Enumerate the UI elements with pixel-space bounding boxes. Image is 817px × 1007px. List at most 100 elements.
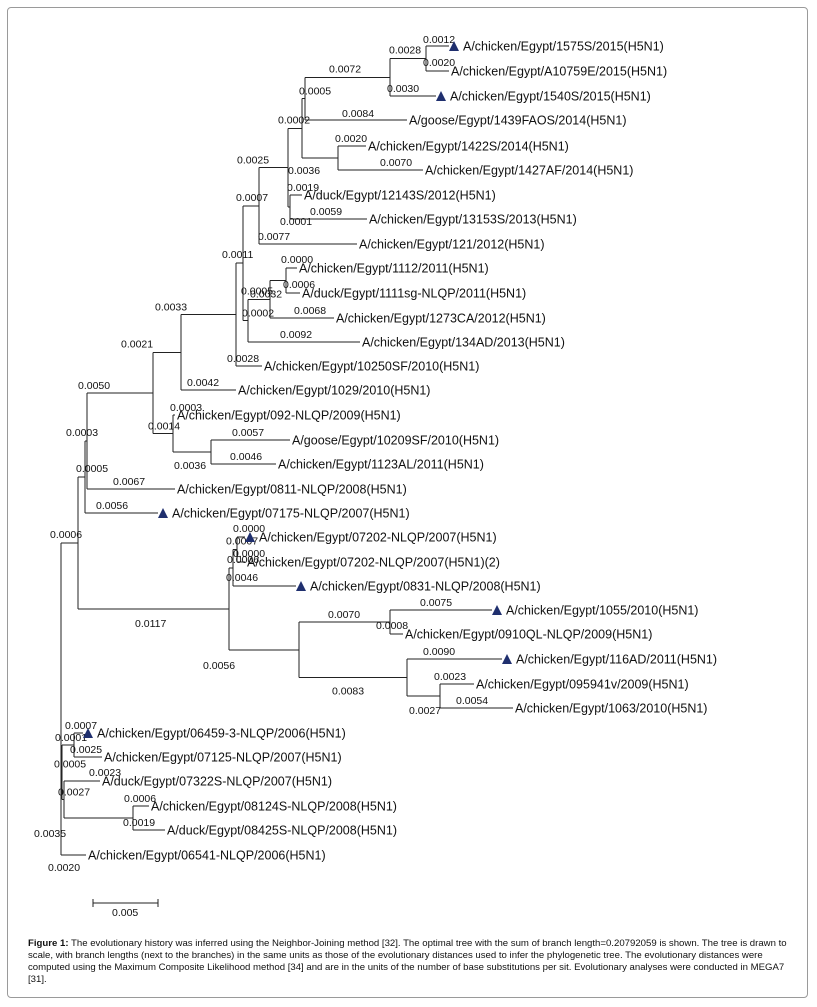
leaf-label-l25: A/chicken/Egypt/0910QL-NLQP/2009(H5N1) <box>405 628 652 642</box>
branch-length-l14: 0.0028 <box>227 353 259 365</box>
branch-length-n-12143-13153: 0.0001 <box>280 216 312 228</box>
scale-bar-label: 0.005 <box>112 907 138 919</box>
branch-length-l29: 0.0007 <box>65 720 97 732</box>
leaf-label-l28: A/chicken/Egypt/1063/2010(H5N1) <box>515 702 707 716</box>
branch-length-l23: 0.0046 <box>226 572 258 584</box>
branch-length-n-0959-1063: 0.0027 <box>409 705 441 717</box>
leaf-label-l31: A/duck/Egypt/07322S-NLQP/2007(H5N1) <box>102 775 332 789</box>
branch-length-n-10250: 0.0033 <box>155 302 187 314</box>
caption-text: The evolutionary history was inferred us… <box>28 938 787 985</box>
leaf-label-l17: A/goose/Egypt/10209SF/2010(H5N1) <box>292 434 499 448</box>
branch-length-n-1112-1273: 0.0005 <box>241 285 273 297</box>
branch-length-n-092: 0.0014 <box>148 421 180 433</box>
leaf-label-l10: A/chicken/Egypt/1112/2011(H5N1) <box>299 262 489 276</box>
marker-triangle-icon <box>492 605 502 615</box>
branch-length-l7: 0.0019 <box>287 182 319 194</box>
branch-length-n-1575-a10759: 0.0028 <box>389 45 421 57</box>
branch-length-l9: 0.0077 <box>258 231 290 243</box>
branch-length-l2: 0.0020 <box>423 57 455 69</box>
marker-triangle-icon <box>296 581 306 591</box>
branch-length-n-1029: 0.0021 <box>121 338 153 350</box>
marker-triangle-icon <box>83 728 93 738</box>
branch-length-n-low: 0.0005 <box>54 758 86 770</box>
branch-length-n-2-2: 0.0117 <box>135 618 166 630</box>
branch-length-n-top: 0.0006 <box>50 529 82 541</box>
leaf-label-l34: A/chicken/Egypt/06541-NLQP/2006(H5N1) <box>88 849 326 863</box>
marker-triangle-icon <box>449 41 459 51</box>
leaf-label-l30: A/chicken/Egypt/07125-NLQP/2007(H5N1) <box>104 751 342 765</box>
branch-length-n-0811: 0.0003 <box>66 427 98 439</box>
branch-length-n-bb: 0.0056 <box>203 660 235 672</box>
leaf-label-l3: A/chicken/Egypt/1540S/2015(H5N1) <box>450 90 651 104</box>
marker-triangle-icon <box>436 91 446 101</box>
branch-length-n-1422-1427: 0.0036 <box>288 165 320 177</box>
branch-length-l4: 0.0084 <box>342 108 374 120</box>
branch-length-l3: 0.0030 <box>387 83 419 95</box>
leaf-label-l22: A/chicken/Egypt/07202-NLQP/2007(H5N1)(2) <box>247 556 500 570</box>
branch-length-n-top4: 0.0005 <box>299 86 331 98</box>
branch-length-l18: 0.0046 <box>230 451 262 463</box>
marker-triangle-icon <box>158 508 168 518</box>
branch-length-n-10209-1123: 0.0036 <box>174 460 206 472</box>
branch-length-l10: 0.0000 <box>281 254 313 266</box>
branch-length-n-0831: 0.0006 <box>227 554 259 566</box>
branch-length-l17: 0.0057 <box>232 427 264 439</box>
branch-length-l1: 0.0012 <box>423 34 455 46</box>
leaf-label-l27: A/chicken/Egypt/095941v/2009(H5N1) <box>476 678 689 692</box>
caption-label: Figure 1: <box>28 938 69 949</box>
branch-length-l20: 0.0056 <box>96 500 128 512</box>
branch-length-l11: 0.0006 <box>283 279 315 291</box>
branch-length-n-20001: 0.0011 <box>222 249 253 261</box>
figure-frame <box>7 7 808 998</box>
branch-length-l32: 0.0006 <box>124 793 156 805</box>
leaf-label-l21: A/chicken/Egypt/07202-NLQP/2007(H5N1) <box>259 531 497 545</box>
leaf-label-l6: A/chicken/Egypt/1427AF/2014(H5N1) <box>425 164 633 178</box>
branch-length-l22: 0.0000 <box>233 548 265 560</box>
leaf-label-l9: A/chicken/Egypt/121/2012(H5N1) <box>359 238 545 252</box>
leaf-label-l15: A/chicken/Egypt/1029/2010(H5N1) <box>238 384 430 398</box>
leaf-label-l8: A/chicken/Egypt/13153S/2013(H5N1) <box>369 213 577 227</box>
branch-length-l16: 0.0003 <box>170 402 202 414</box>
marker-triangle-icon <box>245 532 255 542</box>
branch-length-n-top3: 0.0072 <box>329 63 361 75</box>
branch-length-l24: 0.0075 <box>420 597 452 609</box>
marker-triangle-icon <box>502 654 512 664</box>
branch-length-l15: 0.0042 <box>187 377 219 389</box>
leaf-label-l32: A/chicken/Egypt/08124S-NLQP/2008(H5N1) <box>151 800 397 814</box>
leaf-label-l26: A/chicken/Egypt/116AD/2011(H5N1) <box>516 653 717 667</box>
leaf-label-l18: A/chicken/Egypt/1123AL/2011(H5N1) <box>278 458 484 472</box>
branch-length-n-07175: 0.0005 <box>76 463 108 475</box>
branch-length-l28: 0.0054 <box>456 695 488 707</box>
branch-length-l26: 0.0090 <box>423 646 455 658</box>
leaf-label-l24: A/chicken/Egypt/1055/2010(H5N1) <box>506 604 698 618</box>
branch-length-l21: 0.0000 <box>233 523 265 535</box>
branch-length-l27: 0.0023 <box>434 671 466 683</box>
branch-length-l12: 0.0068 <box>294 305 326 317</box>
branch-length-l6: 0.0070 <box>380 157 412 169</box>
branch-length-n-clade2010: 0.0050 <box>78 380 110 392</box>
branch-length-n-top6: 0.0002 <box>278 114 310 126</box>
leaf-label-l12: A/chicken/Egypt/1273CA/2012(H5N1) <box>336 312 546 326</box>
branch-length-n-big: 0.0007 <box>236 192 268 204</box>
branch-length-n-07322: 0.0027 <box>58 787 90 799</box>
branch-length-l30: 0.0025 <box>70 744 102 756</box>
leaf-label-l23: A/chicken/Egypt/0831-NLQP/2008(H5N1) <box>310 580 541 594</box>
branch-length-l8: 0.0059 <box>310 206 342 218</box>
leaf-label-l7: A/duck/Egypt/12143S/2012(H5N1) <box>304 189 496 203</box>
leaf-label-l2: A/chicken/Egypt/A10759E/2015(H5N1) <box>451 65 667 79</box>
leaf-label-l16: A/chicken/Egypt/092-NLQP/2009(H5N1) <box>177 409 401 423</box>
leaf-label-l11: A/duck/Egypt/1111sg-NLQP/2011(H5N1) <box>302 287 526 301</box>
leaf-label-l33: A/duck/Egypt/08425S-NLQP/2008(H5N1) <box>167 824 397 838</box>
branch-length-n-1112-134: 0.0002 <box>242 308 274 320</box>
branch-length-l31: 0.0023 <box>89 767 121 779</box>
leaf-label-l13: A/chicken/Egypt/134AD/2013(H5N1) <box>362 336 565 350</box>
branch-length-l13: 0.0092 <box>280 329 312 341</box>
leaf-label-l29: A/chicken/Egypt/06459-3-NLQP/2006(H5N1) <box>97 727 346 741</box>
branch-length-n-116: 0.0083 <box>332 686 364 698</box>
branch-length-n-1112-1111: 0.0032 <box>250 289 282 301</box>
leaf-label-l19: A/chicken/Egypt/0811-NLQP/2008(H5N1) <box>177 483 407 497</box>
branch-length-l34: 0.0020 <box>48 862 80 874</box>
leaf-label-l4: A/goose/Egypt/1439FAOS/2014(H5N1) <box>409 114 627 128</box>
leaf-label-l20: A/chicken/Egypt/07175-NLQP/2007(H5N1) <box>172 507 410 521</box>
branch-length-l33: 0.0019 <box>123 817 155 829</box>
